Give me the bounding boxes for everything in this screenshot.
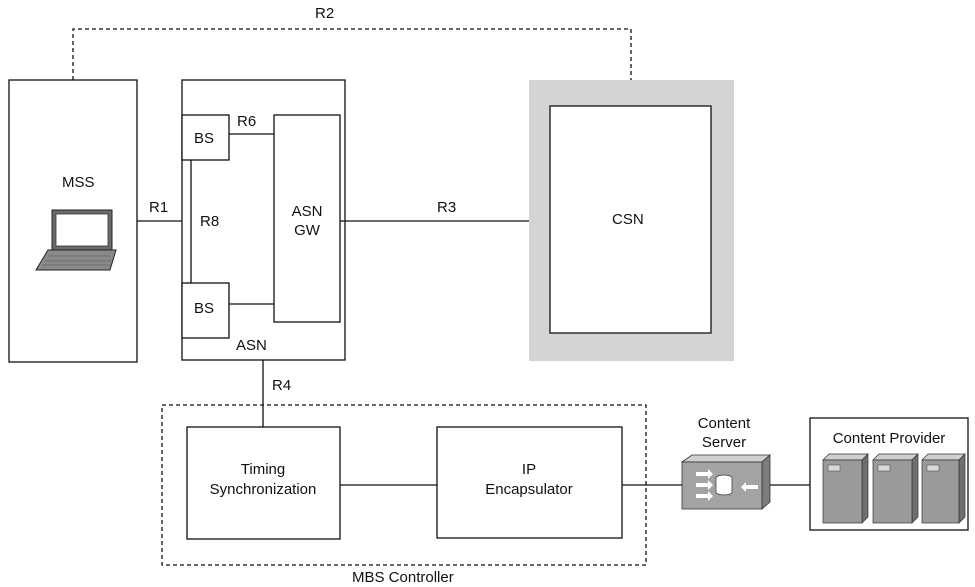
content-server-icon bbox=[680, 454, 772, 510]
asn-gw-label-line2: GW bbox=[294, 222, 321, 239]
content-server-label-line1: Content bbox=[698, 415, 751, 432]
r2-link bbox=[72, 28, 632, 80]
server-tower-icon bbox=[872, 453, 919, 524]
csn-label: CSN bbox=[612, 211, 644, 228]
r2-label: R2 bbox=[315, 5, 334, 22]
timing-sync-label-line1: Timing bbox=[241, 461, 285, 478]
r6-label: R6 bbox=[237, 113, 256, 130]
ip-encapsulator-label-line2: Encapsulator bbox=[485, 481, 573, 498]
asn-label: ASN bbox=[236, 337, 267, 354]
bs-top-box bbox=[181, 114, 230, 161]
r1-label: R1 bbox=[149, 199, 168, 216]
server-tower-icon bbox=[921, 453, 966, 524]
r3-label: R3 bbox=[437, 199, 456, 216]
ip-encapsulator-box bbox=[436, 426, 623, 539]
content-provider-label: Content Provider bbox=[833, 430, 946, 447]
mbs-controller-label: MBS Controller bbox=[352, 569, 454, 586]
mss-label: MSS bbox=[62, 174, 95, 191]
csn-box bbox=[549, 105, 712, 334]
timing-sync-label-line2: Synchronization bbox=[210, 481, 317, 498]
asn-gw-label-line1: ASN bbox=[292, 203, 323, 220]
r8-label: R8 bbox=[200, 213, 219, 230]
r4-label: R4 bbox=[272, 377, 291, 394]
content-server-label-line2: Server bbox=[702, 434, 746, 451]
asn-gw-box bbox=[273, 114, 341, 323]
ip-encapsulator-label-line1: IP bbox=[522, 461, 536, 478]
bs-bottom-label: BS bbox=[194, 300, 214, 317]
laptop-icon bbox=[35, 209, 117, 271]
bs-top-label: BS bbox=[194, 130, 214, 147]
timing-sync-box bbox=[186, 426, 341, 540]
bs-bottom-box bbox=[181, 282, 230, 339]
server-tower-icon bbox=[822, 453, 869, 524]
